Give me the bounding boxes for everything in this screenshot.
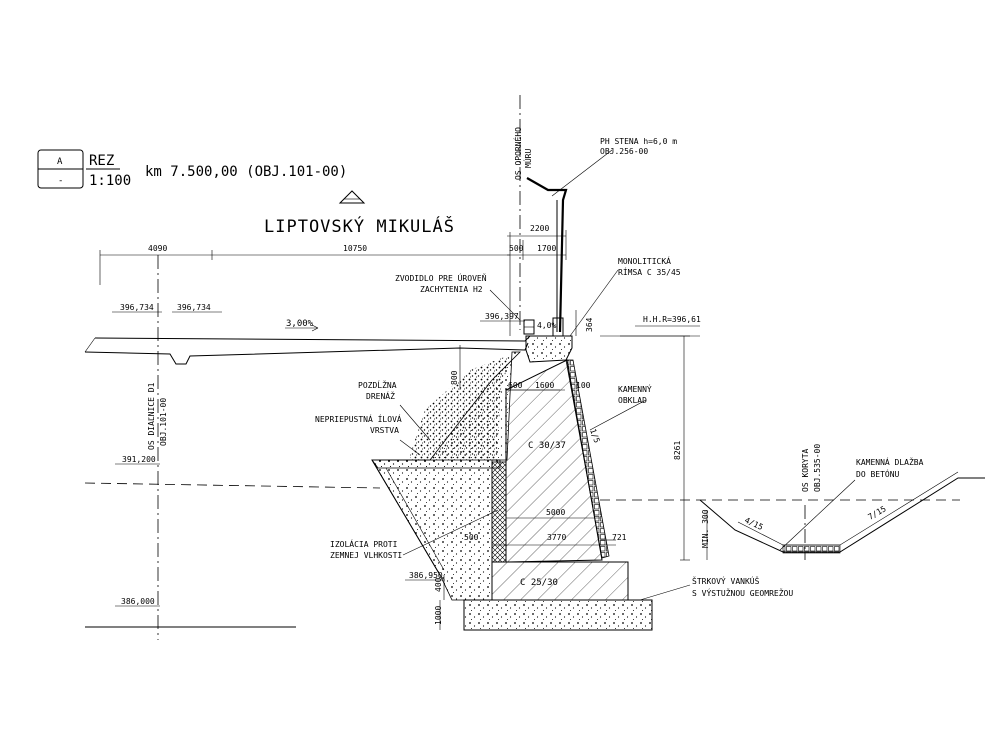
elev-2: 396,734 [177, 303, 211, 312]
drain-label-1: POZDĹŽNA [358, 379, 397, 390]
cornice-label-1: MONOLITICKÁ [618, 255, 671, 266]
direction-marker [338, 190, 366, 204]
cornice-label-2: RÍMSA C 35/45 [618, 266, 681, 277]
wall-cornice [525, 335, 573, 363]
grade-shoulder: 4,0% [537, 321, 556, 330]
leader-lines [399, 149, 856, 601]
noise-wall [526, 177, 568, 337]
dim-800: 800 [450, 370, 459, 385]
dim-min300: MIN. 300 [701, 509, 710, 548]
drain-aggregate [410, 355, 510, 460]
dim-721: 721 [612, 533, 627, 542]
section-mark: A - REZ 1:100 [37, 149, 131, 189]
water-level-line [84, 482, 960, 501]
channel [600, 335, 985, 554]
dim-5000: 5000 [546, 508, 565, 517]
dim-500b: 500 [464, 533, 479, 542]
elev-1: 396,734 [120, 303, 154, 312]
dim-8261: 8261 [673, 441, 682, 460]
stone-face-label-2: OBKLAD [618, 396, 647, 405]
drain-label-2: DRENÁŽ [366, 390, 395, 401]
gravel-label-2: S VÝSTUŽNOU GEOMREŽOU [692, 587, 793, 598]
hhr-label: H.H.R=396,61 [643, 315, 701, 324]
concrete-wall-label: C 30/37 [528, 441, 566, 451]
slope-a: 4/15 [743, 516, 764, 532]
noise-wall-label-1: PH STENA h=6,0 m [600, 137, 677, 146]
dim-400: 400 [434, 577, 443, 592]
insulation-label-2: ZEMNEJ VLHKOSTI [330, 551, 402, 560]
dim-4090: 4090 [148, 244, 167, 253]
slope-b: 7/15 [867, 504, 888, 522]
dim-100: 100 [576, 381, 591, 390]
stone-facing [565, 359, 610, 559]
section-letter: A [57, 157, 63, 167]
grade-main: 3,00% [286, 319, 314, 329]
base-slab [491, 561, 629, 601]
clay-label-2: VRSTVA [370, 426, 399, 435]
channel-axis-label-2: OBJ.535-00 [813, 444, 822, 492]
paving-label-2: DO BETÓNU [856, 468, 900, 479]
dim-600: 600 [508, 381, 523, 390]
dim-2200: 2200 [530, 224, 549, 233]
dim-3770: 3770 [547, 533, 566, 542]
dim-1000: 1000 [434, 606, 443, 625]
retaining-wall [505, 359, 603, 563]
clay-layer [371, 459, 501, 469]
elev-4: 391,200 [122, 455, 156, 464]
direction-label: LIPTOVSKÝ MIKULÁŠ [264, 215, 455, 237]
barrier-label-1: ZVODIDLO PRE ÚROVEŇ [395, 272, 487, 283]
slope-wall: 1/5 [588, 428, 601, 445]
section-sub: - [58, 176, 63, 186]
dim-500a: 500 [509, 244, 524, 253]
dimension-lines [99, 230, 708, 630]
gravel-cushion [463, 599, 653, 631]
dim-1700: 1700 [537, 244, 556, 253]
stone-face-label-1: KAMENNÝ [618, 383, 652, 394]
dim-10750: 10750 [343, 244, 367, 253]
road-surface [84, 324, 531, 365]
elev-6: 386,000 [121, 597, 155, 606]
section-label: REZ [89, 153, 114, 169]
gravel-label-1: ŠTRKOVÝ VANKÚŠ [692, 575, 760, 586]
wall-axis-label-2: MÚRU [522, 149, 533, 168]
elev-3: 396,397 [485, 312, 519, 321]
noise-wall-label-2: OBJ.256-00 [600, 147, 648, 156]
clay-label-1: NEPRIEPUSTNÁ ÍLOVÁ [315, 413, 402, 424]
chainage-title: km 7.500,00 (OBJ.101-00) [145, 164, 347, 180]
highway-axis-label-1: OS DIAĽNICE D1 [147, 382, 156, 450]
barrier-label-2: ZACHYTENIA H2 [420, 285, 483, 294]
wall-axis-label-1: OS OPORNÉHO [512, 127, 523, 180]
concrete-base-label: C 25/30 [520, 578, 558, 588]
highway-axis-label-2: OBJ.101-00 [159, 398, 168, 446]
elev-5: 386,950 [409, 571, 443, 580]
insulation-label-1: IZOLÁCIA PROTI [330, 538, 398, 549]
channel-axis-label-1: OS KORYTA [801, 448, 810, 492]
section-scale: 1:100 [89, 173, 131, 189]
dim-1600: 1600 [535, 381, 554, 390]
dim-364: 364 [585, 317, 594, 332]
barrier [523, 319, 535, 335]
paving-label-1: KAMENNÁ DLAŽBA [856, 456, 924, 467]
